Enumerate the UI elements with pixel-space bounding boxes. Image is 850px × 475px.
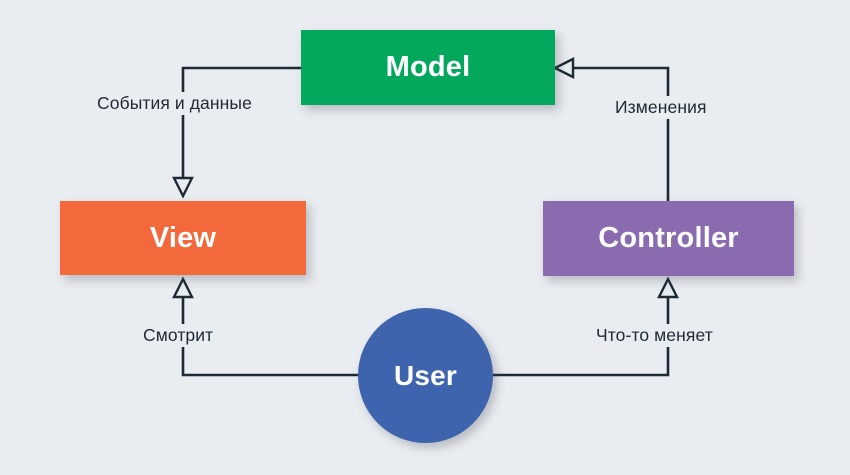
arrowhead-icon <box>657 276 679 299</box>
edge-label-model-to-view: События и данные <box>93 92 256 115</box>
edge-user-to-view <box>172 276 362 377</box>
node-controller[interactable]: Controller <box>543 201 794 276</box>
arrowhead-icon <box>172 276 194 299</box>
node-view[interactable]: View <box>60 201 306 275</box>
edge-user-to-controller <box>489 276 679 377</box>
node-user[interactable]: User <box>358 308 493 443</box>
edge-model-to-view <box>172 66 303 199</box>
edge-controller-to-model <box>552 57 670 202</box>
edge-label-user-to-controller: Что-то меняет <box>592 324 717 347</box>
edge-label-user-to-view: Смотрит <box>139 324 218 347</box>
arrowhead-icon <box>172 176 194 199</box>
arrowhead-icon <box>552 57 575 79</box>
node-model[interactable]: Model <box>301 30 555 105</box>
edge-label-controller-to-model: Изменения <box>611 96 711 119</box>
